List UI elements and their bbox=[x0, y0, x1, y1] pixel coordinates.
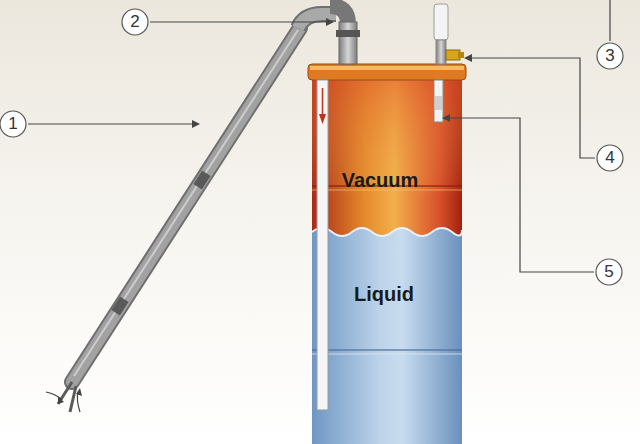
hose-elbow bbox=[298, 14, 336, 28]
dip-tube bbox=[317, 80, 328, 410]
hose-elbow bbox=[298, 14, 336, 28]
leader-line bbox=[472, 58, 595, 158]
leader-arrow bbox=[192, 120, 200, 128]
callout-circle bbox=[597, 43, 623, 69]
zone-label: Vacuum bbox=[342, 169, 419, 192]
vacuum-space bbox=[312, 78, 462, 444]
drum-rib bbox=[312, 354, 462, 355]
hose bbox=[72, 28, 300, 382]
leader-line bbox=[150, 21, 326, 22]
generator-stem bbox=[436, 40, 446, 64]
callout-circle bbox=[122, 9, 148, 35]
callout-circle bbox=[596, 259, 622, 285]
liquid-body bbox=[312, 228, 462, 444]
air-fitting bbox=[458, 52, 464, 58]
callout-circle bbox=[0, 111, 26, 137]
leader-line bbox=[28, 123, 192, 124]
leader-line bbox=[609, 0, 610, 41]
leader-arrow bbox=[442, 114, 450, 122]
drum-zone: Liquid bbox=[348, 281, 420, 308]
callout-number: 5 bbox=[596, 259, 622, 285]
drum-lid bbox=[308, 64, 466, 80]
drum-rib bbox=[312, 349, 462, 351]
callout-number: 2 bbox=[122, 9, 148, 35]
vacuum-generator bbox=[434, 4, 448, 40]
leader-line bbox=[450, 118, 594, 272]
vacuum-shade bbox=[312, 78, 462, 198]
callout-circle bbox=[597, 145, 623, 171]
leader-arrow bbox=[326, 18, 334, 26]
inlet-pipe bbox=[339, 22, 357, 64]
hose-coupling bbox=[193, 171, 210, 190]
callout-number: 3 bbox=[597, 43, 623, 69]
suction-arrows bbox=[58, 388, 82, 404]
pipe-nut bbox=[336, 30, 360, 37]
wand-tip bbox=[58, 382, 76, 412]
hose-highlight bbox=[74, 30, 298, 376]
leader-arrow bbox=[464, 54, 472, 62]
flow-arrow bbox=[319, 114, 326, 124]
lid-highlight bbox=[310, 66, 464, 70]
zone-label: Liquid bbox=[354, 283, 414, 306]
relief-tube bbox=[434, 80, 443, 122]
callout-number: 1 bbox=[0, 111, 26, 137]
hose bbox=[72, 28, 300, 382]
air-fitting bbox=[446, 50, 460, 60]
drum-zone: Vacuum bbox=[336, 167, 425, 194]
liquid-surface bbox=[312, 228, 462, 236]
hose-coupling bbox=[111, 297, 128, 316]
relief-valve bbox=[435, 96, 442, 110]
callout-number: 4 bbox=[597, 145, 623, 171]
